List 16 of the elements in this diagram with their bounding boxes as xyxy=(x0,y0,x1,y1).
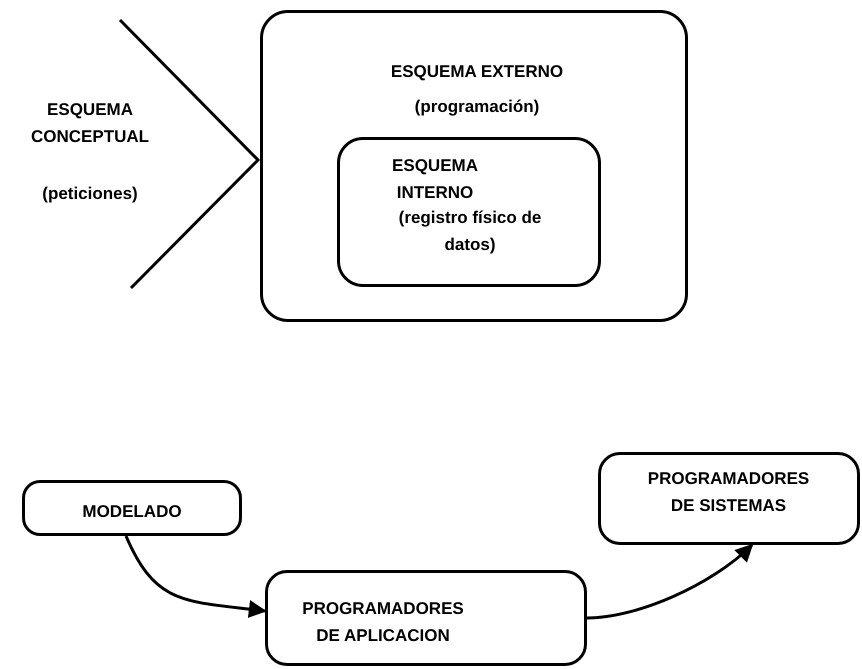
text-label: ESQUEMA CONCEPTUAL xyxy=(30,99,150,148)
box-subtitle: (programación) xyxy=(414,96,540,118)
box-title: ESQUEMA EXTERNO xyxy=(390,61,564,83)
box-title: MODELADO xyxy=(81,501,183,523)
rounded-box xyxy=(260,10,688,322)
arrow xyxy=(586,544,754,620)
rounded-box xyxy=(22,480,242,536)
box-subtitle: (registro físico de datos) xyxy=(398,207,542,256)
box-title: PROGRAMADORES DE APLICACION xyxy=(301,598,465,647)
text-label: (peticiones) xyxy=(41,183,139,205)
rounded-box xyxy=(337,137,601,287)
rounded-box xyxy=(265,570,587,666)
rounded-box xyxy=(598,452,860,545)
box-title: ESQUEMA INTERNO xyxy=(391,155,479,204)
box-title: PROGRAMADORES DE SISTEMAS xyxy=(646,468,810,517)
arrow xyxy=(124,535,267,618)
